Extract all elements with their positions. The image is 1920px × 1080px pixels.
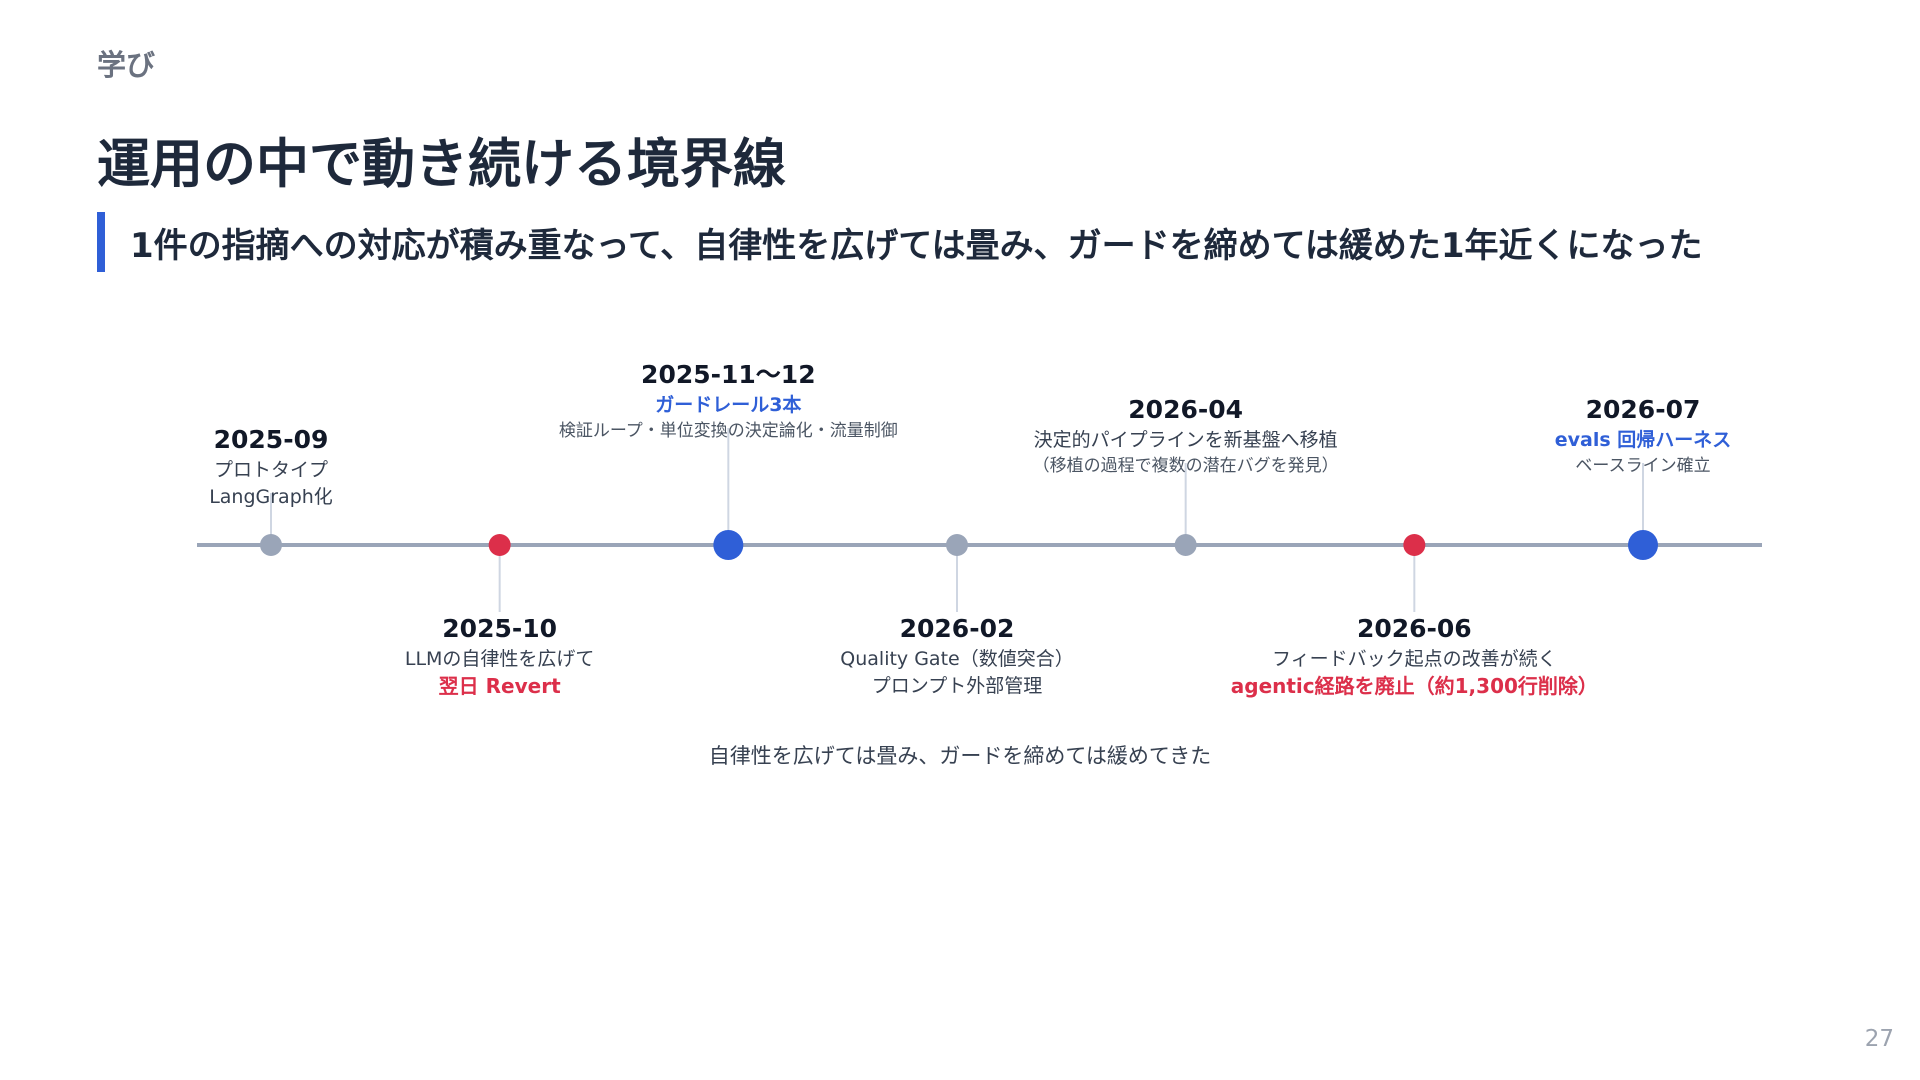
- event-marker-blue: [1628, 530, 1658, 560]
- event-date: 2026-02: [899, 614, 1015, 643]
- event-marker-gray: [946, 534, 968, 556]
- event-date: 2025-11〜12: [641, 360, 816, 389]
- timeline-event: 2026-06 フィードバック起点の改善が続く agentic経路を廃止（約1,30…: [1204, 612, 1624, 700]
- event-description: ベースライン確立: [1575, 456, 1711, 476]
- section-label: 学び: [97, 48, 156, 82]
- timeline-caption: 自律性を広げては畳み、ガードを締めては緩めてきた: [708, 744, 1212, 768]
- event-date: 2026-06: [1356, 614, 1472, 643]
- event-description: agentic経路を廃止（約1,300行削除）: [1230, 674, 1598, 698]
- timeline-event: 2025-11〜12 ガードレール3本検証ループ・単位変換の決定論化・流量制御: [518, 358, 938, 443]
- event-marker-red: [1403, 534, 1426, 556]
- event-description: プロンプト外部管理: [871, 675, 1043, 697]
- event-date: 2025-09: [213, 425, 329, 454]
- subtitle-accent-bar: [97, 212, 105, 272]
- event-description: ガードレール3本: [655, 394, 802, 416]
- event-marker-blue: [713, 530, 744, 560]
- event-marker-gray: [260, 534, 282, 556]
- timeline-event: 2026-07 evals 回帰ハーネスベースライン確立: [1433, 393, 1853, 478]
- event-description: LLMの自律性を広げて: [404, 648, 595, 670]
- event-marker-gray: [1174, 534, 1197, 556]
- event-description: 決定的パイプラインを新基盤へ移植: [1033, 429, 1338, 451]
- event-description: evals 回帰ハーネス: [1554, 429, 1732, 451]
- page-number: 27: [1864, 1026, 1894, 1052]
- event-date: 2026-07: [1585, 395, 1701, 424]
- timeline-event: 2026-04 決定的パイプラインを新基盤へ移植 （移植の過程で複数の潜在バグを発見…: [976, 393, 1396, 478]
- event-date: 2025-10: [442, 614, 558, 643]
- page-subtitle: 1件の指摘への対応が積み重なって、自律性を広げては畳み、ガードを締めては緩めた1…: [130, 226, 1703, 266]
- event-date: 2026-04: [1128, 395, 1244, 424]
- event-description: 翌日 Revert: [438, 674, 561, 698]
- timeline-event: 2025-09 プロトタイプ LangGraph化: [61, 423, 481, 511]
- event-description: 検証ループ・単位変換の決定論化・流量制御: [558, 421, 898, 441]
- event-marker-red: [488, 534, 511, 556]
- event-description: プロトタイプ: [213, 459, 328, 481]
- event-description: （移植の過程で複数の潜在バグを発見）: [1032, 456, 1339, 476]
- page-title: 運用の中で動き続ける境界線: [97, 134, 786, 195]
- event-description: フィードバック起点の改善が続く: [1272, 648, 1557, 670]
- event-description: LangGraph化: [209, 486, 333, 508]
- event-description: Quality Gate（数値突合）: [840, 648, 1074, 670]
